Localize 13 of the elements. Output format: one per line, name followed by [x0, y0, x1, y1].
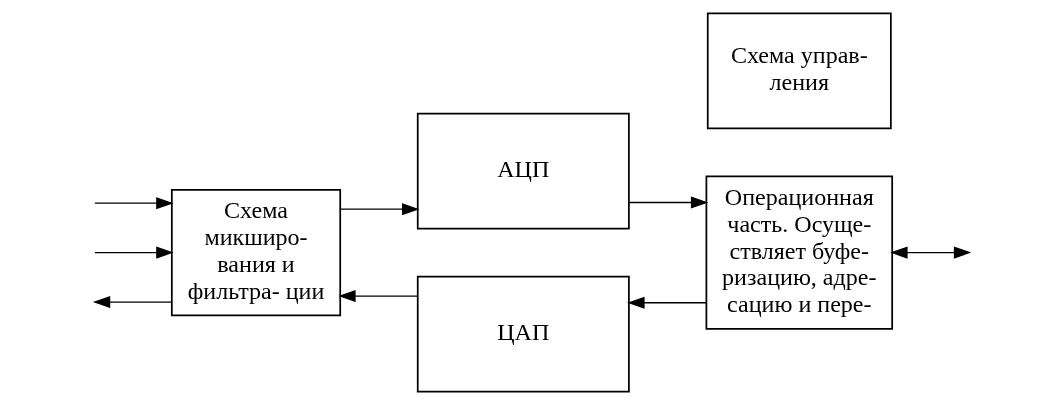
arrow	[628, 196, 709, 209]
arrow	[890, 246, 972, 259]
node-box: Схема управ- ления	[706, 12, 892, 130]
arrow	[94, 246, 174, 259]
arrow	[338, 289, 419, 303]
node-box: АЦП	[416, 112, 630, 230]
arrow	[92, 295, 173, 309]
node-box: Операционная часть. Осуще- ствляет буфе- ризацию, адре- сацию и пере-	[705, 175, 894, 330]
node-box: Схема микширо- вания и фильтра- ции	[170, 188, 342, 317]
arrow	[94, 197, 174, 210]
node-box: ЦАП	[416, 275, 630, 393]
arrow	[627, 296, 707, 309]
arrow	[339, 203, 420, 216]
